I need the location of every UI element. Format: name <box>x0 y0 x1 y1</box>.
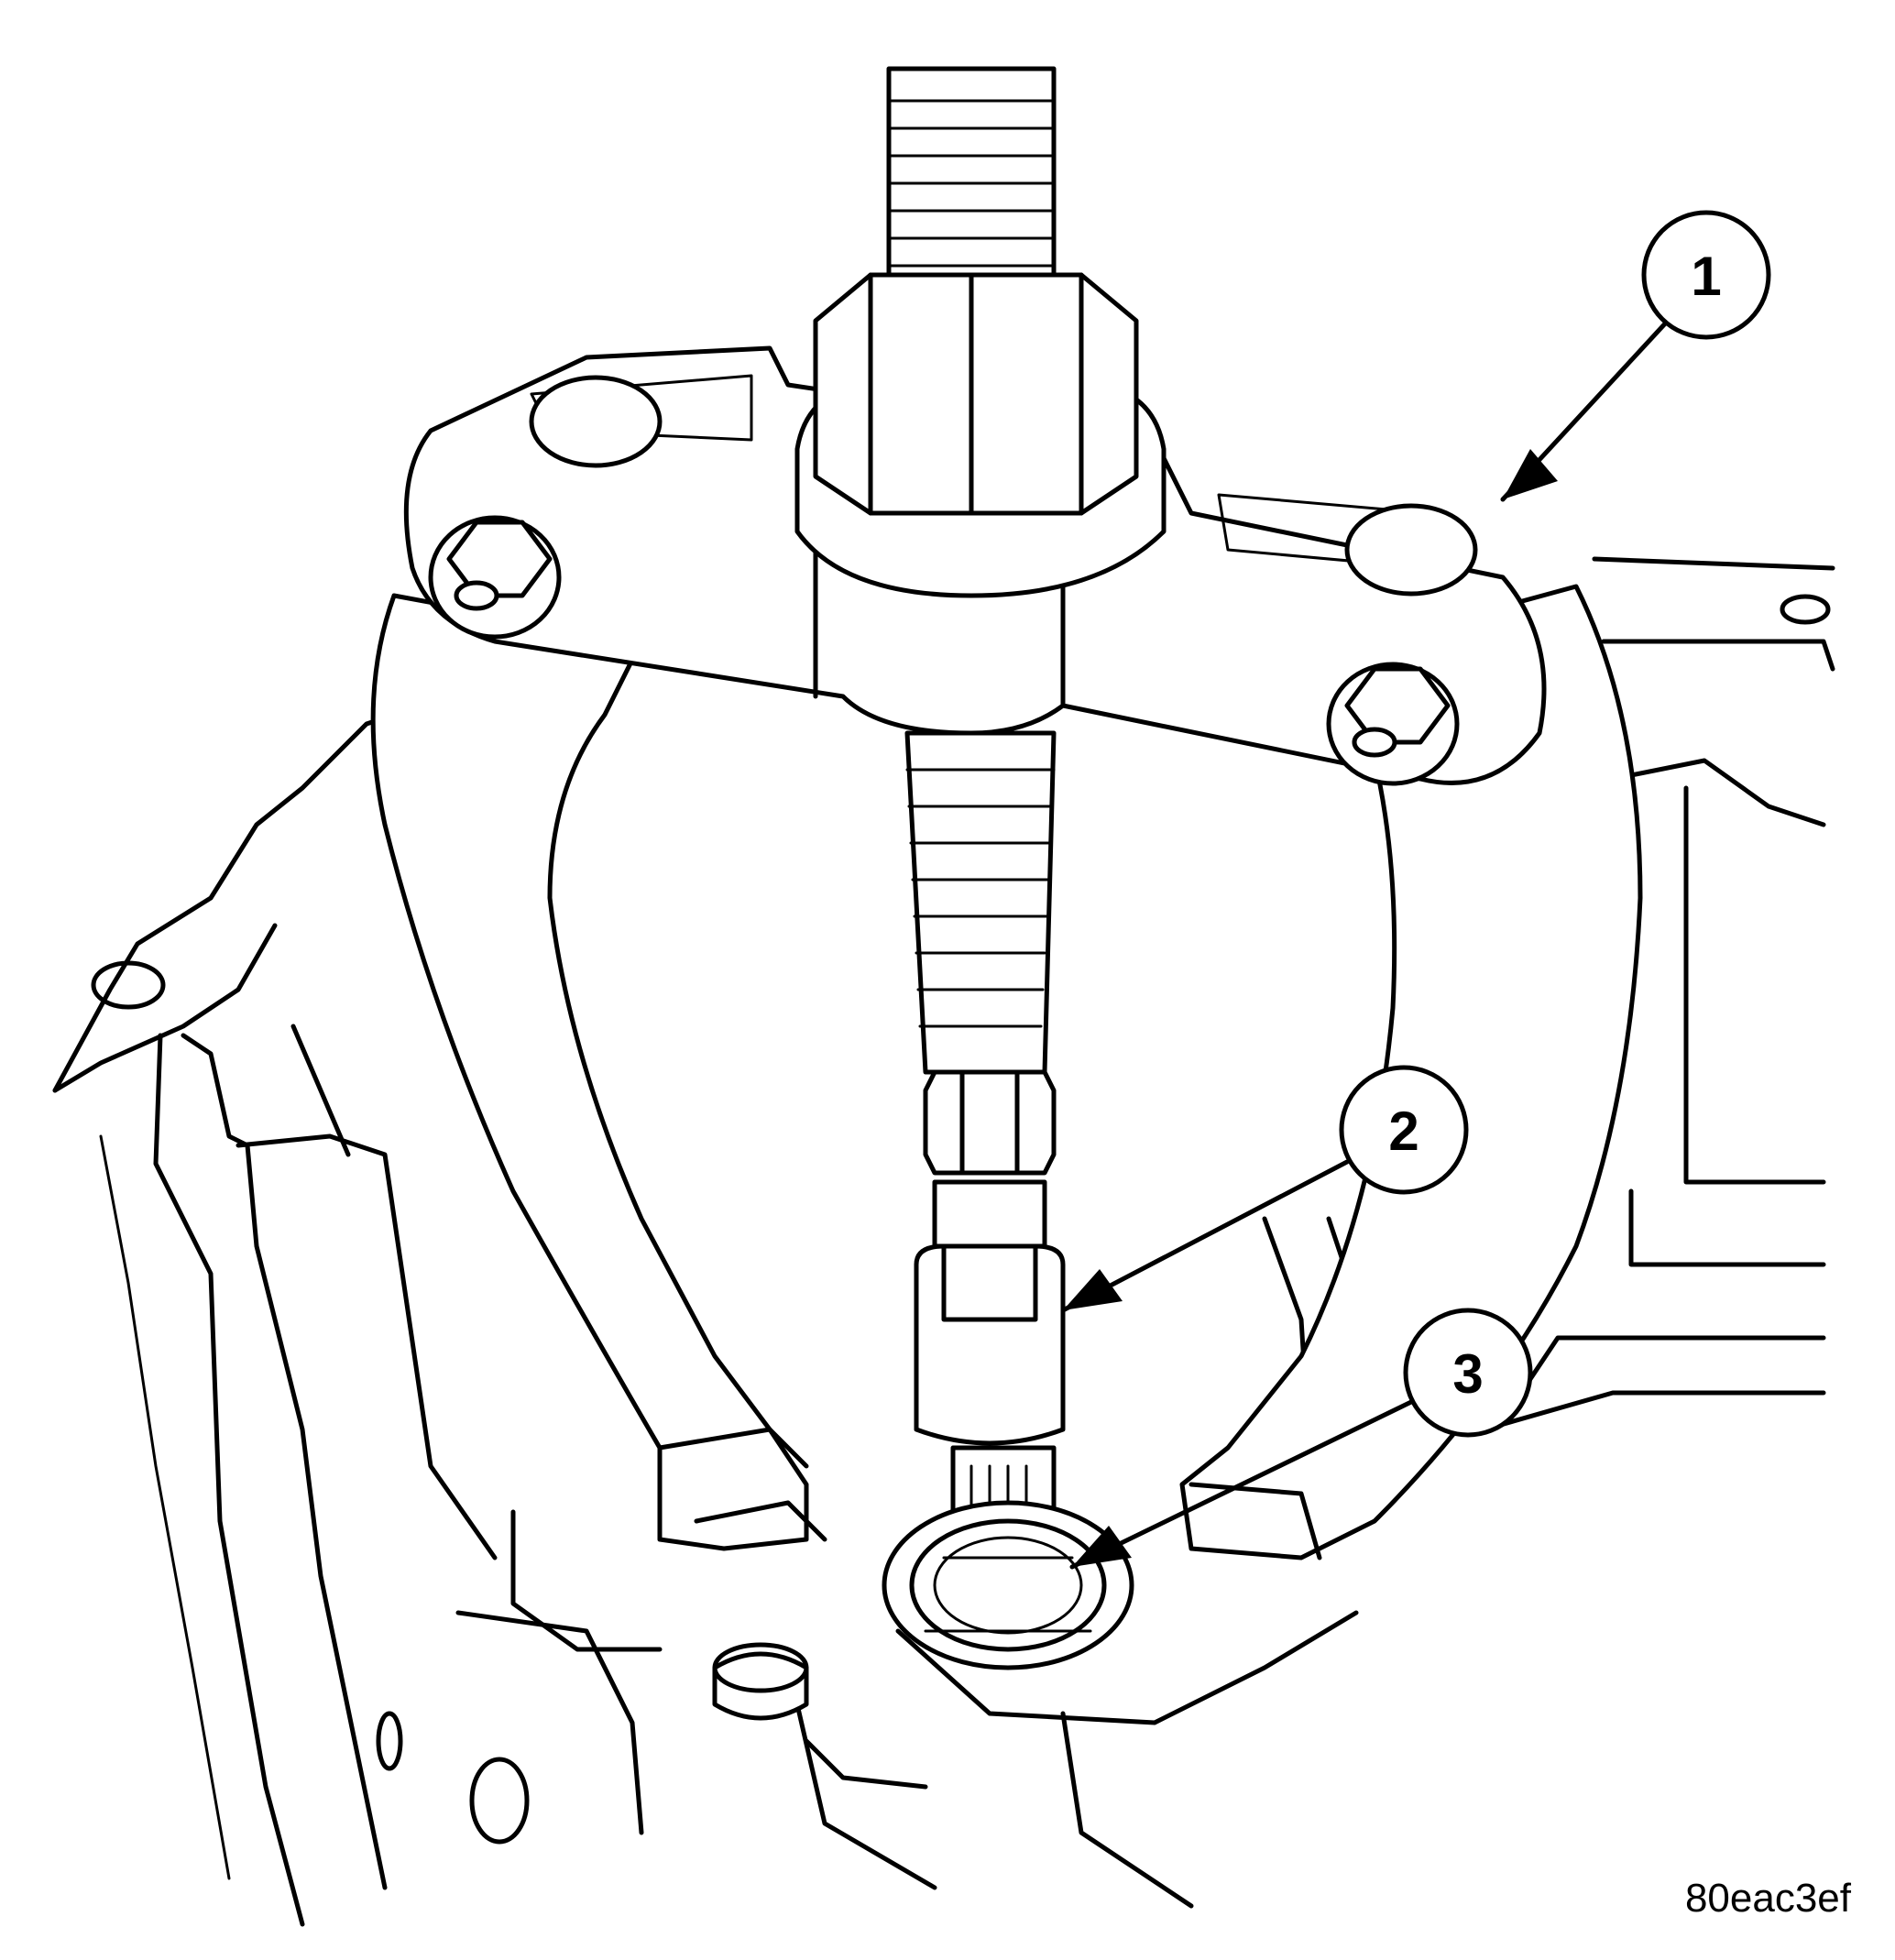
bearing-seal <box>882 1500 1134 1670</box>
adapter-extension <box>914 1069 1066 1606</box>
forcing-screw <box>794 66 1167 1075</box>
callout-number-1: 1 <box>1691 246 1721 307</box>
transmission-case <box>52 556 1835 1927</box>
callout-number-3: 3 <box>1452 1343 1483 1405</box>
callout-2: 2 <box>1060 1065 1469 1313</box>
callout-3: 3 <box>1069 1308 1533 1570</box>
callout-number-2: 2 <box>1388 1100 1419 1162</box>
callout-1: 1 <box>1500 210 1771 502</box>
figure-code: 80eac3ef <box>1684 1876 1851 1921</box>
